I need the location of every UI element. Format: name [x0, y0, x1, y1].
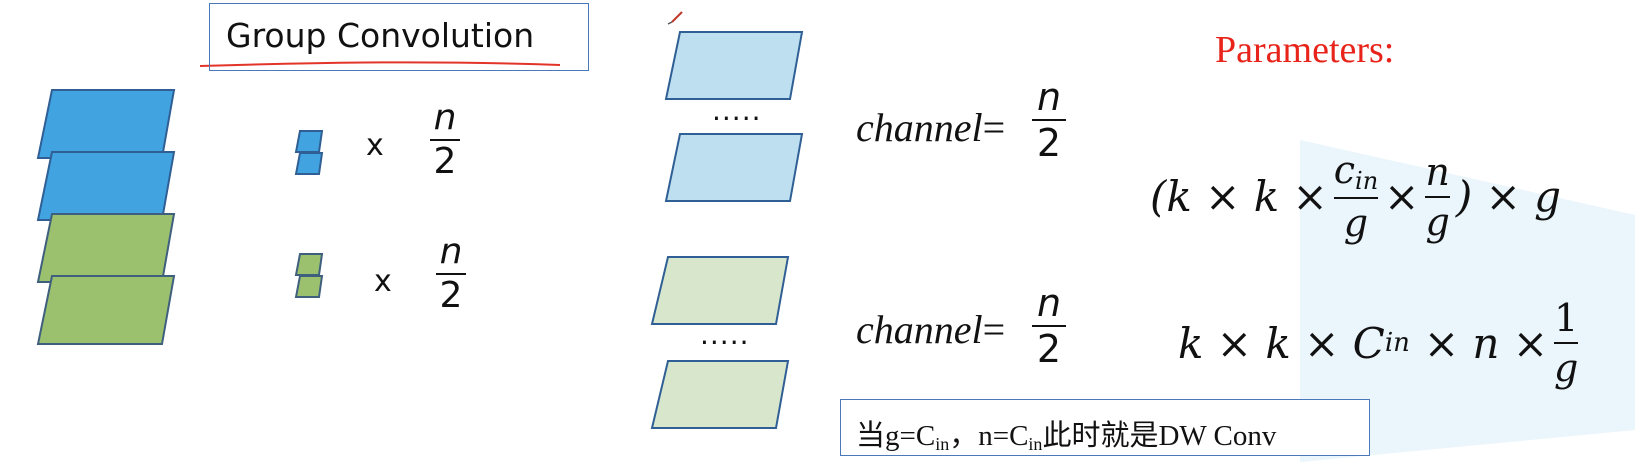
- blue-kernel-stack: [294, 130, 324, 175]
- fraction-numerator: n: [439, 231, 463, 272]
- green-kernel-stack: [294, 253, 324, 298]
- fraction-denominator: g: [1343, 201, 1369, 245]
- group-conv-formula: (k × k × cin g × n g ) × g: [1150, 148, 1561, 245]
- note-part-3: 此时就是DW Conv: [1042, 420, 1277, 452]
- fraction-numerator: c: [1333, 148, 1356, 192]
- fraction-numerator: 1: [1554, 296, 1579, 340]
- fraction-bar: [1032, 119, 1066, 121]
- channel-word: channel: [856, 307, 983, 352]
- fraction-denominator: 2: [439, 275, 463, 316]
- fraction-bar: [430, 139, 460, 141]
- formula-fraction-n-over-g: n g: [1425, 149, 1450, 244]
- fraction-denominator: g: [1425, 199, 1450, 244]
- dw-conv-note: 当g=Cin，n=Cin此时就是DW Conv: [856, 412, 1276, 455]
- ellipsis-green: .....: [700, 318, 750, 351]
- fraction-denominator: 2: [1036, 327, 1062, 371]
- formula-fraction-1-over-g: 1 g: [1554, 296, 1579, 390]
- title-underline: [199, 61, 561, 67]
- fraction-numerator: n: [433, 97, 457, 138]
- equals-sign: =: [982, 105, 1006, 150]
- fraction-numerator: n: [1425, 149, 1450, 194]
- note-subscript-1: in: [935, 434, 950, 454]
- output-green-map-2: [650, 360, 790, 429]
- formula-middle: × n ×: [1423, 318, 1549, 368]
- channel-label-green: channel=: [856, 306, 1005, 353]
- channel-label-blue: channel=: [856, 104, 1005, 151]
- diagram-title: Group Convolution: [226, 16, 535, 55]
- formula-prefix: (k × k ×: [1150, 172, 1328, 221]
- channel-word: channel: [856, 105, 983, 150]
- fraction-numerator: n: [1036, 75, 1062, 119]
- ellipsis-blue: .....: [712, 94, 762, 127]
- output-blue-map-2: [664, 133, 804, 202]
- pen-cursor-icon: [667, 11, 683, 25]
- fraction-denominator: g: [1554, 346, 1579, 390]
- formula-multiply: ×: [1384, 172, 1420, 221]
- input-feature-stack: [36, 89, 176, 345]
- note-part-2: ，n=C: [949, 420, 1029, 452]
- formula-prefix: k × k × C: [1178, 318, 1385, 368]
- fraction-numerator: n: [1036, 281, 1062, 325]
- output-blue-group: [664, 31, 804, 202]
- input-layer-blue-1: [36, 89, 176, 159]
- multiply-sign-blue: x: [366, 128, 384, 163]
- channel-fraction-blue: n 2: [1032, 78, 1066, 162]
- formula-prefix-subscript: in: [1384, 328, 1410, 358]
- fraction-bar: [1554, 342, 1579, 344]
- fraction-numerator-subscript: in: [1355, 167, 1379, 195]
- fraction-bar: [1425, 195, 1450, 198]
- fraction-n-over-2-green: n 2: [436, 234, 466, 314]
- equals-sign: =: [982, 307, 1006, 352]
- parameters-title: Parameters:: [1215, 29, 1395, 71]
- output-green-map-1: [650, 256, 790, 325]
- multiply-sign-green: x: [374, 264, 392, 299]
- note-part-1: 当g=C: [856, 420, 936, 452]
- background-triangle: [1300, 140, 1635, 462]
- fraction-denominator: 2: [433, 141, 457, 182]
- note-subscript-2: in: [1028, 434, 1043, 454]
- fraction-bar: [436, 273, 466, 275]
- input-layer-green-2: [36, 275, 176, 345]
- title-box: [209, 3, 589, 71]
- fraction-bar: [1333, 197, 1379, 199]
- fraction-denominator: 2: [1036, 121, 1062, 165]
- input-layer-blue-2: [36, 151, 176, 221]
- formula-fraction-cin-over-g: cin g: [1333, 148, 1379, 245]
- output-blue-map-1: [664, 31, 804, 100]
- input-layer-green-1: [36, 213, 176, 283]
- channel-fraction-green: n 2: [1032, 284, 1066, 368]
- fraction-bar: [1032, 325, 1066, 327]
- formula-suffix: ) × g: [1455, 172, 1562, 221]
- note-box: [840, 399, 1370, 456]
- fraction-n-over-2-blue: n 2: [430, 100, 460, 180]
- output-green-group: [650, 256, 790, 429]
